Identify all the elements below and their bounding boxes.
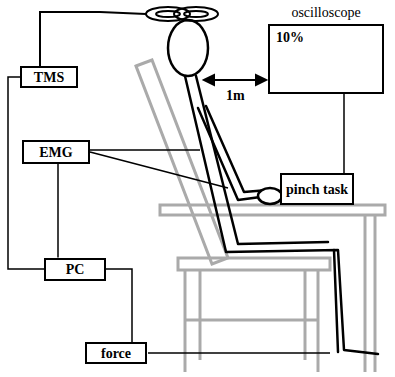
box-label: EMG bbox=[39, 145, 72, 160]
box-label: oscilloscope bbox=[270, 5, 382, 20]
box-label: force bbox=[101, 346, 131, 361]
task-box: pinch task bbox=[280, 173, 354, 205]
box-label: pinch task bbox=[286, 182, 348, 197]
table bbox=[160, 205, 385, 372]
connector bbox=[344, 94, 345, 173]
connector bbox=[8, 77, 44, 269]
device-box: force bbox=[85, 342, 147, 364]
connector bbox=[106, 269, 132, 342]
box-label: TMS bbox=[34, 70, 64, 85]
box-label: PC bbox=[66, 262, 85, 277]
distance-arrow bbox=[204, 75, 266, 85]
device-box: EMG bbox=[22, 140, 90, 164]
tms-coil bbox=[40, 7, 218, 66]
distance-label: 1m bbox=[224, 88, 247, 104]
device-box: TMS bbox=[20, 66, 78, 88]
connector bbox=[58, 164, 59, 258]
oscilloscope-screen: oscilloscope10% bbox=[268, 24, 384, 94]
reading-label: 10% bbox=[276, 30, 304, 45]
device-box: PC bbox=[44, 258, 106, 281]
